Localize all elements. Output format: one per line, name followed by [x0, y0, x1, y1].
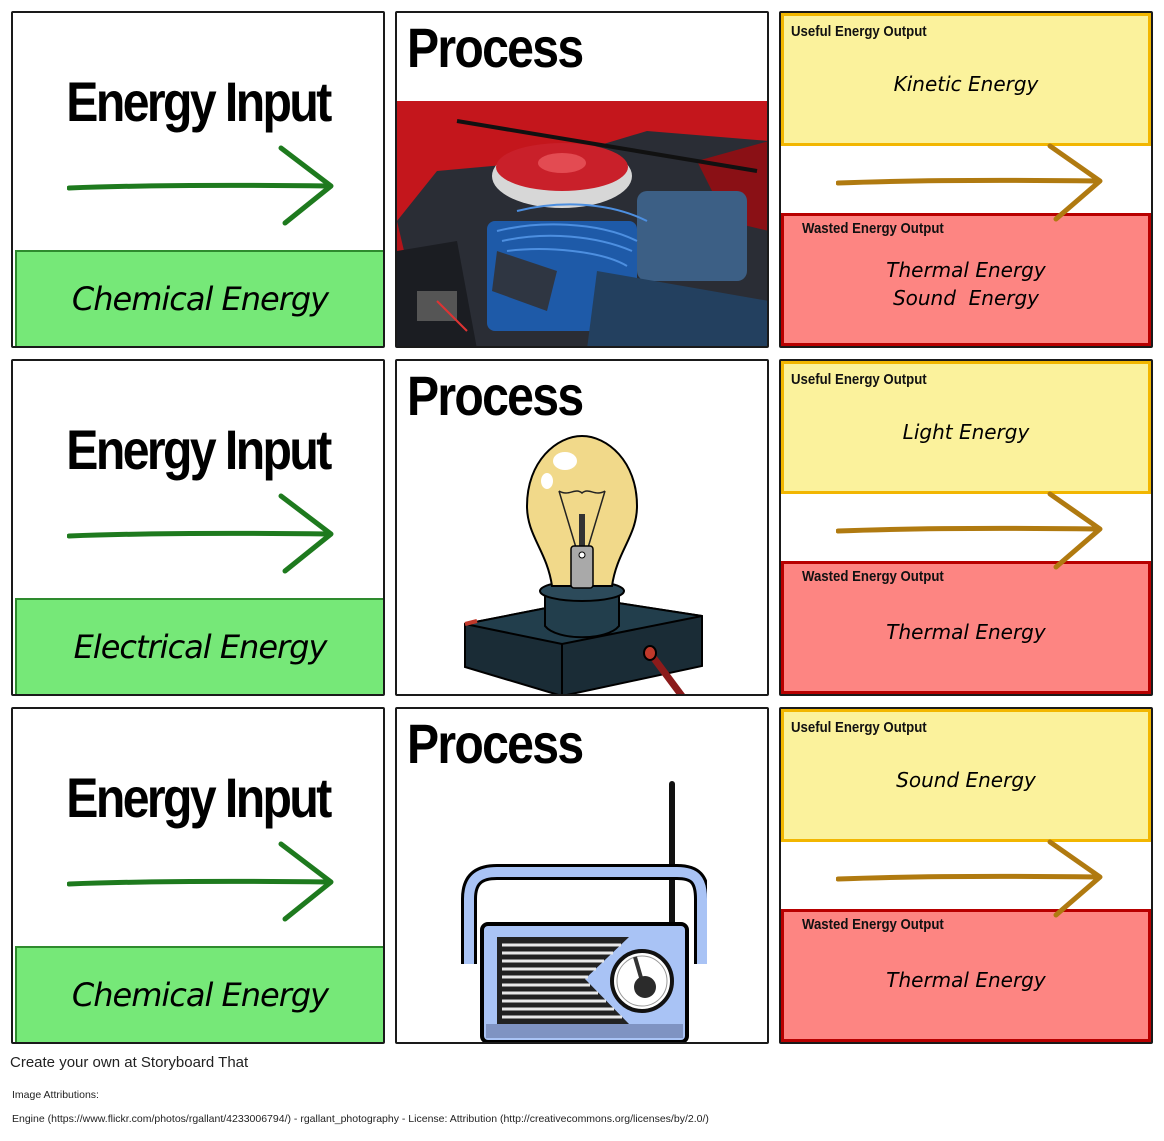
- output-arrow-icon: [836, 839, 1103, 918]
- car-engine-photo: [397, 101, 767, 346]
- useful-output-heading: Useful Energy Output: [791, 719, 927, 736]
- useful-output-box: Useful Energy Output Sound Energy: [781, 709, 1151, 842]
- wasted-energy-item: Thermal Energy: [886, 620, 1046, 644]
- process-cell: Process: [395, 359, 769, 696]
- wasted-output-value: Thermal Energy: [784, 966, 1148, 994]
- energy-output-cell: Useful Energy Output Light Energy Wasted…: [779, 359, 1153, 696]
- wasted-output-heading: Wasted Energy Output: [802, 916, 944, 933]
- energy-input-title: Energy Input: [66, 418, 332, 481]
- process-title: Process: [407, 712, 584, 775]
- energy-output-cell: Useful Energy Output Sound Energy Wasted…: [779, 707, 1153, 1044]
- output-arrow-icon: [836, 491, 1103, 570]
- input-arrow-icon: [67, 841, 334, 922]
- radio-illustration: [461, 781, 707, 1042]
- wasted-energy-item: Thermal Energy: [886, 968, 1046, 992]
- process-cell: Process: [395, 11, 769, 348]
- useful-output-box: Useful Energy Output Light Energy: [781, 361, 1151, 494]
- wasted-energy-item: Thermal Energy: [886, 258, 1046, 282]
- storyboard-row: Energy Input Electrical Energy Process: [0, 359, 1164, 699]
- useful-output-heading: Useful Energy Output: [791, 371, 927, 388]
- input-energy-label: Electrical Energy: [73, 628, 328, 666]
- input-energy-box: Chemical Energy: [15, 946, 383, 1042]
- wasted-output-box: Wasted Energy Output Thermal Energy: [781, 909, 1151, 1042]
- process-title: Process: [407, 16, 584, 79]
- light-bulb-illustration: [464, 434, 703, 694]
- useful-output-box: Useful Energy Output Kinetic Energy: [781, 13, 1151, 146]
- image-attributions-title: Image Attributions:: [12, 1089, 99, 1101]
- wasted-output-value: Thermal Energy Sound Energy: [784, 256, 1148, 312]
- energy-input-title: Energy Input: [66, 766, 332, 829]
- wasted-output-heading: Wasted Energy Output: [802, 568, 944, 585]
- wasted-output-heading: Wasted Energy Output: [802, 220, 944, 237]
- output-arrow-icon: [836, 143, 1103, 222]
- storyboard-row: Energy Input Chemical Energy Process: [0, 11, 1164, 351]
- energy-input-cell: Energy Input Chemical Energy: [11, 707, 385, 1044]
- useful-output-value: Kinetic Energy: [893, 72, 1039, 96]
- useful-output-value: Light Energy: [902, 420, 1030, 444]
- wasted-output-value: Thermal Energy: [784, 618, 1148, 646]
- energy-output-cell: Useful Energy Output Kinetic Energy Wast…: [779, 11, 1153, 348]
- energy-input-cell: Energy Input Chemical Energy: [11, 11, 385, 348]
- wasted-output-box: Wasted Energy Output Thermal Energy Soun…: [781, 213, 1151, 346]
- wasted-energy-item: Sound Energy: [892, 286, 1040, 310]
- useful-output-value: Sound Energy: [896, 768, 1036, 792]
- image-attribution-engine: Engine (https://www.flickr.com/photos/rg…: [12, 1113, 709, 1125]
- input-energy-box: Electrical Energy: [15, 598, 383, 694]
- useful-output-heading: Useful Energy Output: [791, 23, 927, 40]
- energy-input-title: Energy Input: [66, 70, 332, 133]
- input-arrow-icon: [67, 493, 334, 574]
- input-energy-box: Chemical Energy: [15, 250, 383, 346]
- input-energy-label: Chemical Energy: [71, 976, 329, 1014]
- input-arrow-icon: [67, 145, 334, 226]
- wasted-output-box: Wasted Energy Output Thermal Energy: [781, 561, 1151, 694]
- process-title: Process: [407, 364, 584, 427]
- storyboard-that-credit-link[interactable]: Create your own at Storyboard That: [10, 1054, 249, 1071]
- energy-input-cell: Energy Input Electrical Energy: [11, 359, 385, 696]
- storyboard-row: Energy Input Chemical Energy Process: [0, 707, 1164, 1047]
- input-energy-label: Chemical Energy: [71, 280, 329, 318]
- process-cell: Process: [395, 707, 769, 1044]
